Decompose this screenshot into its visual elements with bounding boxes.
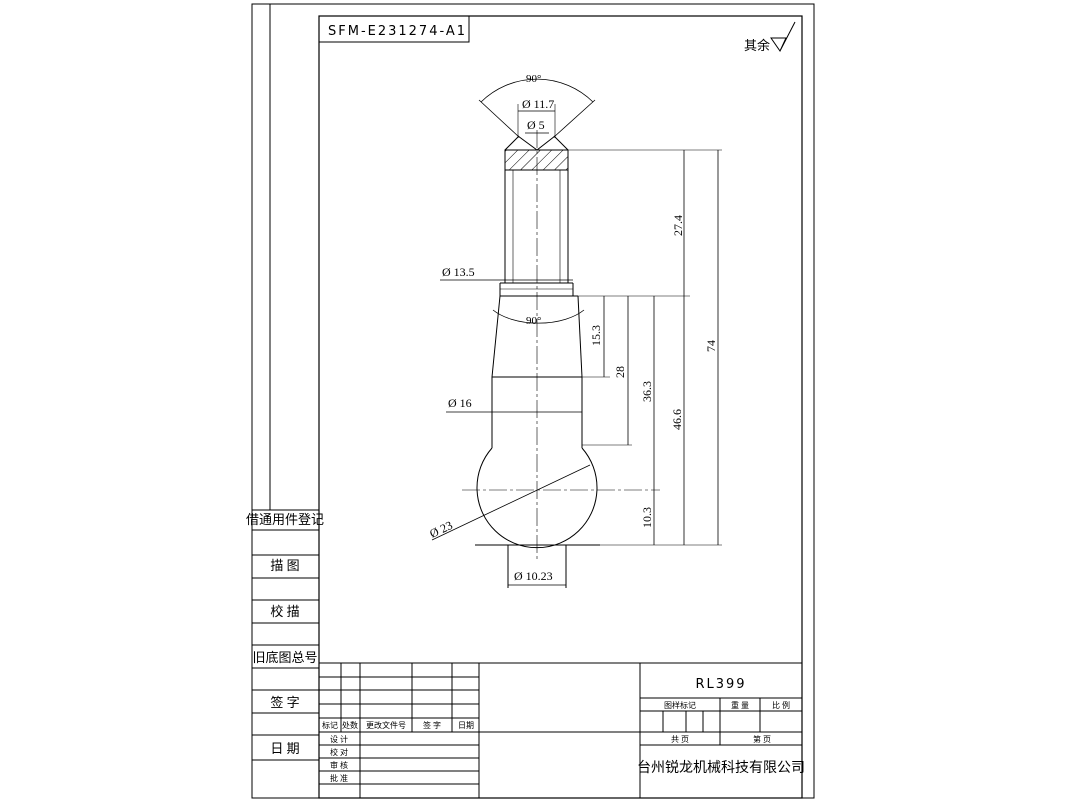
dim-dia-13-5: Ø 13.5 — [442, 265, 475, 279]
part-number: RL399 — [695, 677, 746, 692]
label-drawing: 描 图 — [270, 558, 299, 573]
left-strip: 借通用件登记 描 图 校 描 旧底图总号 签 字 日 期 — [246, 4, 324, 761]
dim-len-10-3: 10.3 — [640, 507, 654, 528]
dim-len-36-3: 36.3 — [640, 381, 654, 402]
dim-len-28: 28 — [613, 366, 627, 378]
label-signature: 签 字 — [270, 695, 299, 710]
dim-angle-top: 90° — [526, 73, 541, 85]
hatched-section — [504, 149, 569, 171]
dim-dia-23: Ø 23 — [427, 518, 454, 541]
drawing-code: SFM-E231274-A1 — [328, 24, 467, 39]
label-scale: 比 例 — [772, 700, 790, 710]
surface-finish-icon — [770, 21, 796, 53]
dim-len-27-4: 27.4 — [671, 215, 685, 236]
label-mark: 图样标记 — [664, 700, 696, 710]
dim-len-46-6: 46.6 — [670, 409, 684, 430]
dim-len-15-3: 15.3 — [589, 325, 603, 346]
inner-border — [318, 15, 803, 799]
dim-dia-10-23: Ø 10.23 — [514, 569, 553, 583]
rev-header-count: 处数 — [342, 720, 358, 730]
dim-dia-16: Ø 16 — [448, 396, 472, 410]
rev-header-mark: 标记 — [322, 720, 338, 730]
label-sheet-no: 第 页 — [753, 734, 771, 744]
rev-header-date: 日期 — [458, 721, 474, 730]
surface-note: 其余 — [744, 38, 770, 53]
code-box — [318, 15, 470, 43]
rev-header-doc: 更改文件号 — [366, 720, 406, 730]
dim-angle-mid: 90° — [526, 315, 541, 327]
label-total-sheets: 共 页 — [671, 735, 689, 744]
role-design: 设 计 — [330, 734, 348, 744]
dim-len-74: 74 — [704, 340, 718, 352]
title-block: 标记 处数 更改文件号 签 字 日期 设 计 校 对 审 核 批 准 RL399… — [319, 662, 805, 798]
label-item-register: 借通用件登记 — [246, 512, 324, 527]
label-old-number: 旧底图总号 — [252, 650, 317, 665]
role-check: 校 对 — [330, 747, 348, 757]
role-approve: 批 准 — [330, 773, 348, 783]
role-review: 审 核 — [330, 760, 348, 770]
rev-header-sign: 签 字 — [423, 720, 441, 730]
label-proof: 校 描 — [270, 604, 299, 619]
company-name: 台州锐龙机械科技有限公司 — [637, 760, 805, 776]
dim-dia-5: Ø 5 — [527, 118, 545, 132]
label-weight: 重 量 — [731, 700, 749, 710]
label-date: 日 期 — [270, 741, 299, 756]
dimensions: 90° Ø 11.7 Ø 5 Ø 13.5 90° Ø 16 Ø 23 Ø 10… — [427, 73, 722, 586]
dim-dia-11-7: Ø 11.7 — [522, 97, 554, 111]
ball-stud-part — [462, 130, 660, 588]
